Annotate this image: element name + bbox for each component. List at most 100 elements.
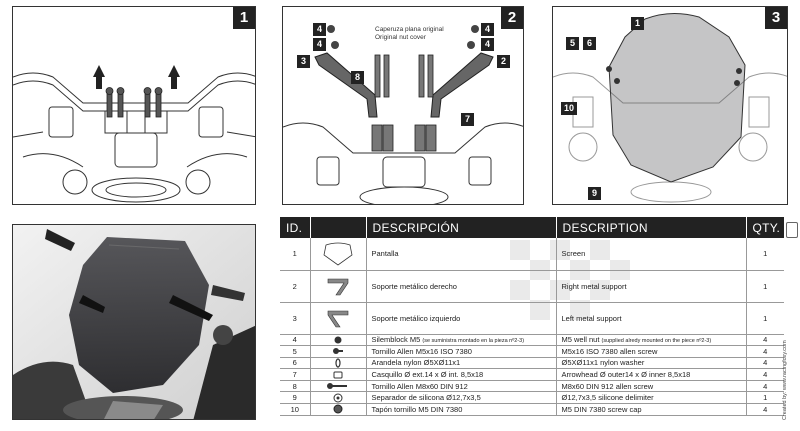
table-row: 9 Separador de silicona Ø12,7x3,5 Ø12,7x… <box>280 391 784 405</box>
table-row: 8 Tornillo Allen M8x60 DIN 912 M8x60 DIN… <box>280 380 784 393</box>
header-icon <box>310 217 367 238</box>
credit-text: Created by: www.racingfoxy.com <box>782 340 788 420</box>
nut-cover-note-en: Original nut cover <box>375 34 426 41</box>
table-row: 2 Soporte metálico derecho Right metal s… <box>280 270 784 303</box>
callout-1: 1 <box>631 17 644 30</box>
row-desc-es: Tornillo Allen M5x16 ISO 7380 <box>366 345 557 358</box>
callout-4-mid-right: 4 <box>481 38 494 51</box>
row-qty: 1 <box>746 391 784 405</box>
nut-cover-note-es: Caperuza plana original <box>375 26 444 33</box>
row-id: 4 <box>280 334 311 347</box>
callout-2: 2 <box>497 55 510 68</box>
header-description: DESCRIPTION <box>556 217 747 238</box>
callout-6: 6 <box>583 37 596 50</box>
row-qty: 1 <box>746 238 784 271</box>
row-id: 1 <box>280 238 311 271</box>
row-desc-en: M8x60 DIN 912 allen screw <box>556 380 747 393</box>
row-id: 7 <box>280 368 311 381</box>
table-row: 1 Pantalla Screen 1 <box>280 238 784 271</box>
row-qty: 4 <box>746 403 784 416</box>
row-desc-es: Arandela nylon Ø5XØ11x1 <box>366 357 557 370</box>
row-desc-en: M5x16 ISO 7380 allen screw <box>556 345 747 358</box>
row-desc-es: Separador de silicona Ø12,7x3,5 <box>366 391 557 405</box>
callout-9: 9 <box>588 187 601 200</box>
silicone-delimiter-icon <box>333 393 343 403</box>
step-1-panel: 1 <box>12 6 256 205</box>
table-row: 5 Tornillo Allen M5x16 ISO 7380 M5x16 IS… <box>280 345 784 358</box>
callout-4-top-right: 4 <box>481 23 494 36</box>
row-desc-es: Soporte metálico derecho <box>366 270 557 303</box>
step-1-illustration <box>13 65 255 203</box>
silentblock-icon <box>334 336 342 344</box>
row-qty: 1 <box>746 302 784 335</box>
table-row: 7 Casquillo Ø ext.14 x Ø int. 8,5x18 Arr… <box>280 368 784 381</box>
allen-screw-icon <box>333 348 343 355</box>
right-support-icon <box>327 278 349 296</box>
row-desc-es: Casquillo Ø ext.14 x Ø int. 8,5x18 <box>366 368 557 381</box>
row-desc-en: M5 DIN 7380 screw cap <box>556 403 747 416</box>
nut-cover-note: Caperuza plana original Original nut cov… <box>375 26 444 42</box>
callout-3: 3 <box>297 55 310 68</box>
row-qty: 4 <box>746 368 784 381</box>
photo-windscreen <box>69 237 209 393</box>
header-qty: QTY. <box>746 217 784 238</box>
row-qty: 4 <box>746 380 784 393</box>
row-id: 2 <box>280 270 311 303</box>
step-1-badge: 1 <box>233 7 255 29</box>
callout-5: 5 <box>566 37 579 50</box>
document-icon <box>786 222 798 238</box>
arrowhead-icon <box>333 371 343 379</box>
row-id: 5 <box>280 345 311 358</box>
header-id: ID. <box>280 217 311 238</box>
row-desc-es: Tornillo Allen M8x60 DIN 912 <box>366 380 557 393</box>
step-3-badge: 3 <box>765 7 787 29</box>
row-desc-en: Ø12,7x3,5 silicone delimiter <box>556 391 747 405</box>
windscreen-shape <box>608 13 746 183</box>
row-desc-en: M5 well nut <box>561 335 600 345</box>
table-header-row: ID. DESCRIPCIÓN DESCRIPTION QTY. <box>280 217 784 238</box>
row-id: 8 <box>280 380 311 393</box>
product-photo <box>13 225 255 419</box>
up-arrow-icon <box>93 65 180 89</box>
step-2-illustration: PUIG <box>283 25 523 204</box>
table-row: 3 Soporte metálico izquierdo Left metal … <box>280 302 784 335</box>
long-screw-icon <box>327 383 347 390</box>
row-qty: 4 <box>746 334 784 347</box>
table-row: 4 Silemblock M5 (se suministra montado e… <box>280 334 784 347</box>
callout-10: 10 <box>561 102 577 115</box>
step-2-badge: 2 <box>501 7 523 29</box>
row-id: 9 <box>280 391 311 405</box>
product-photo-panel <box>12 224 256 420</box>
row-qty: 1 <box>746 270 784 303</box>
table-row: 10 Tapón tornillo M5 DIN 7380 M5 DIN 738… <box>280 403 784 416</box>
row-desc-es: Silemblock M5 <box>371 335 421 345</box>
step-2-panel: 2 Caperuza plana original Original nut c… <box>282 6 524 205</box>
row-desc-en: Left metal support <box>556 302 747 335</box>
row-desc-en: Screen <box>556 238 747 271</box>
callout-4-top-left: 4 <box>313 23 326 36</box>
nylon-washer-icon <box>335 358 341 368</box>
step-3-illustration <box>553 13 787 203</box>
header-descripcion: DESCRIPCIÓN <box>366 217 557 238</box>
callout-7: 7 <box>461 113 474 126</box>
row-desc-en: Ø5XØ11x1 nylon washer <box>556 357 747 370</box>
row-desc-es: Tapón tornillo M5 DIN 7380 <box>366 403 557 416</box>
credit-vertical: Created by: www.racingfoxy.com <box>782 260 796 428</box>
row-desc-en: Right metal support <box>556 270 747 303</box>
row-note-es: (se suministra montado en la pieza nº2-3… <box>422 338 525 345</box>
screw-cap-icon <box>333 404 343 414</box>
table-row: 6 Arandela nylon Ø5XØ11x1 Ø5XØ11x1 nylon… <box>280 357 784 370</box>
row-qty: 4 <box>746 357 784 370</box>
row-id: 6 <box>280 357 311 370</box>
row-note-en: (supplied alredy mounted on the piece nº… <box>601 338 712 345</box>
parts-table: ID. DESCRIPCIÓN DESCRIPTION QTY. 1 Panta… <box>280 217 784 416</box>
row-id: 3 <box>280 302 311 335</box>
screen-icon <box>323 242 353 266</box>
row-desc-es: Soporte metálico izquierdo <box>366 302 557 335</box>
row-id: 10 <box>280 403 311 416</box>
row-desc-es: Pantalla <box>366 238 557 271</box>
row-qty: 4 <box>746 345 784 358</box>
row-desc-en: Arrowhead Ø outer14 x Ø inner 8,5x18 <box>556 368 747 381</box>
step-3-panel: 3 1 5 6 10 9 <box>552 6 788 205</box>
callout-8: 8 <box>351 71 364 84</box>
